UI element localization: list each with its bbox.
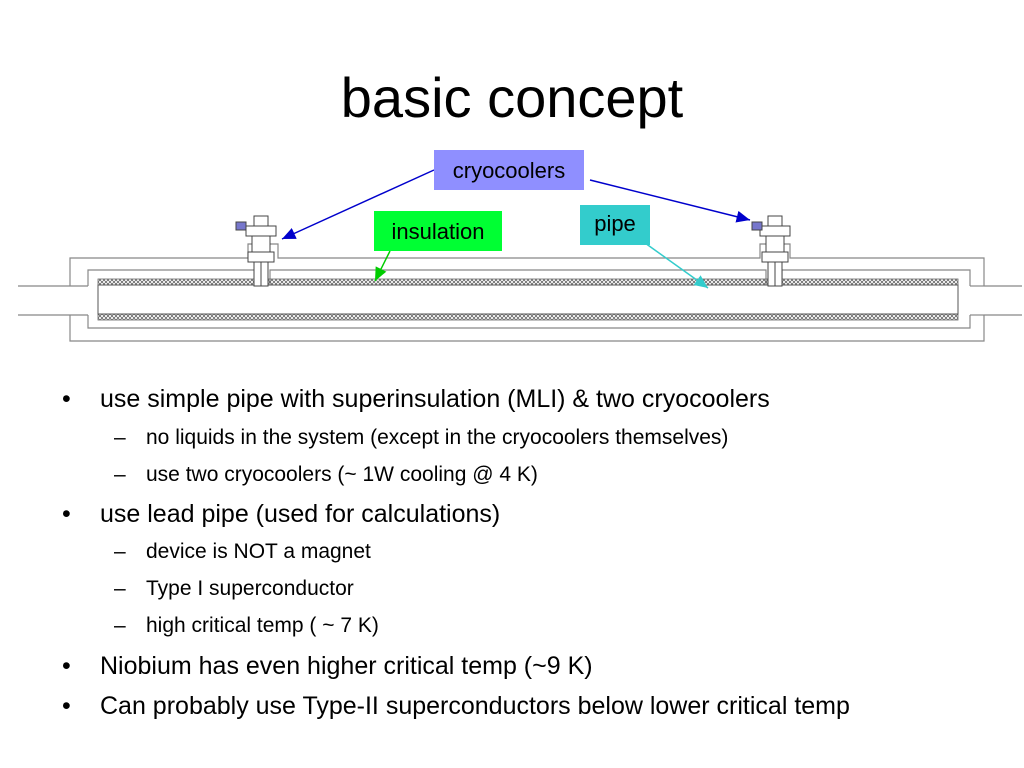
insulation-label: insulation	[374, 211, 502, 251]
pipe-label: pipe	[580, 205, 650, 245]
sub-bullet-item: no liquids in the system (except in the …	[114, 425, 728, 451]
insulation-top	[97, 278, 959, 286]
bullet-item: use lead pipe (used for calculations)	[62, 499, 500, 529]
cryocooler-left	[235, 215, 277, 287]
cryocooler-right	[751, 215, 791, 287]
lead-pipe	[97, 284, 959, 315]
bullet-item: use simple pipe with superinsulation (ML…	[62, 384, 770, 414]
insulation-arrow	[374, 250, 391, 282]
beam-pipe-left	[18, 285, 70, 316]
sub-bullet-item: Type I superconductor	[114, 576, 354, 602]
pipe-arrow	[644, 242, 709, 289]
sub-bullet-item: high critical temp ( ~ 7 K)	[114, 613, 379, 639]
slide-title: basic concept	[340, 66, 684, 129]
beam-pipe-right	[984, 285, 1022, 316]
sub-bullet-item: use two cryocoolers (~ 1W cooling @ 4 K)	[114, 462, 538, 488]
vacuum-vessel	[69, 243, 985, 342]
bullet-item: Can probably use Type-II superconductors…	[62, 691, 850, 721]
insulation-bottom	[97, 313, 959, 321]
cryocoolers-label: cryocoolers	[434, 150, 584, 190]
bullet-item: Niobium has even higher critical temp (~…	[62, 651, 593, 681]
sub-bullet-item: device is NOT a magnet	[114, 539, 371, 565]
